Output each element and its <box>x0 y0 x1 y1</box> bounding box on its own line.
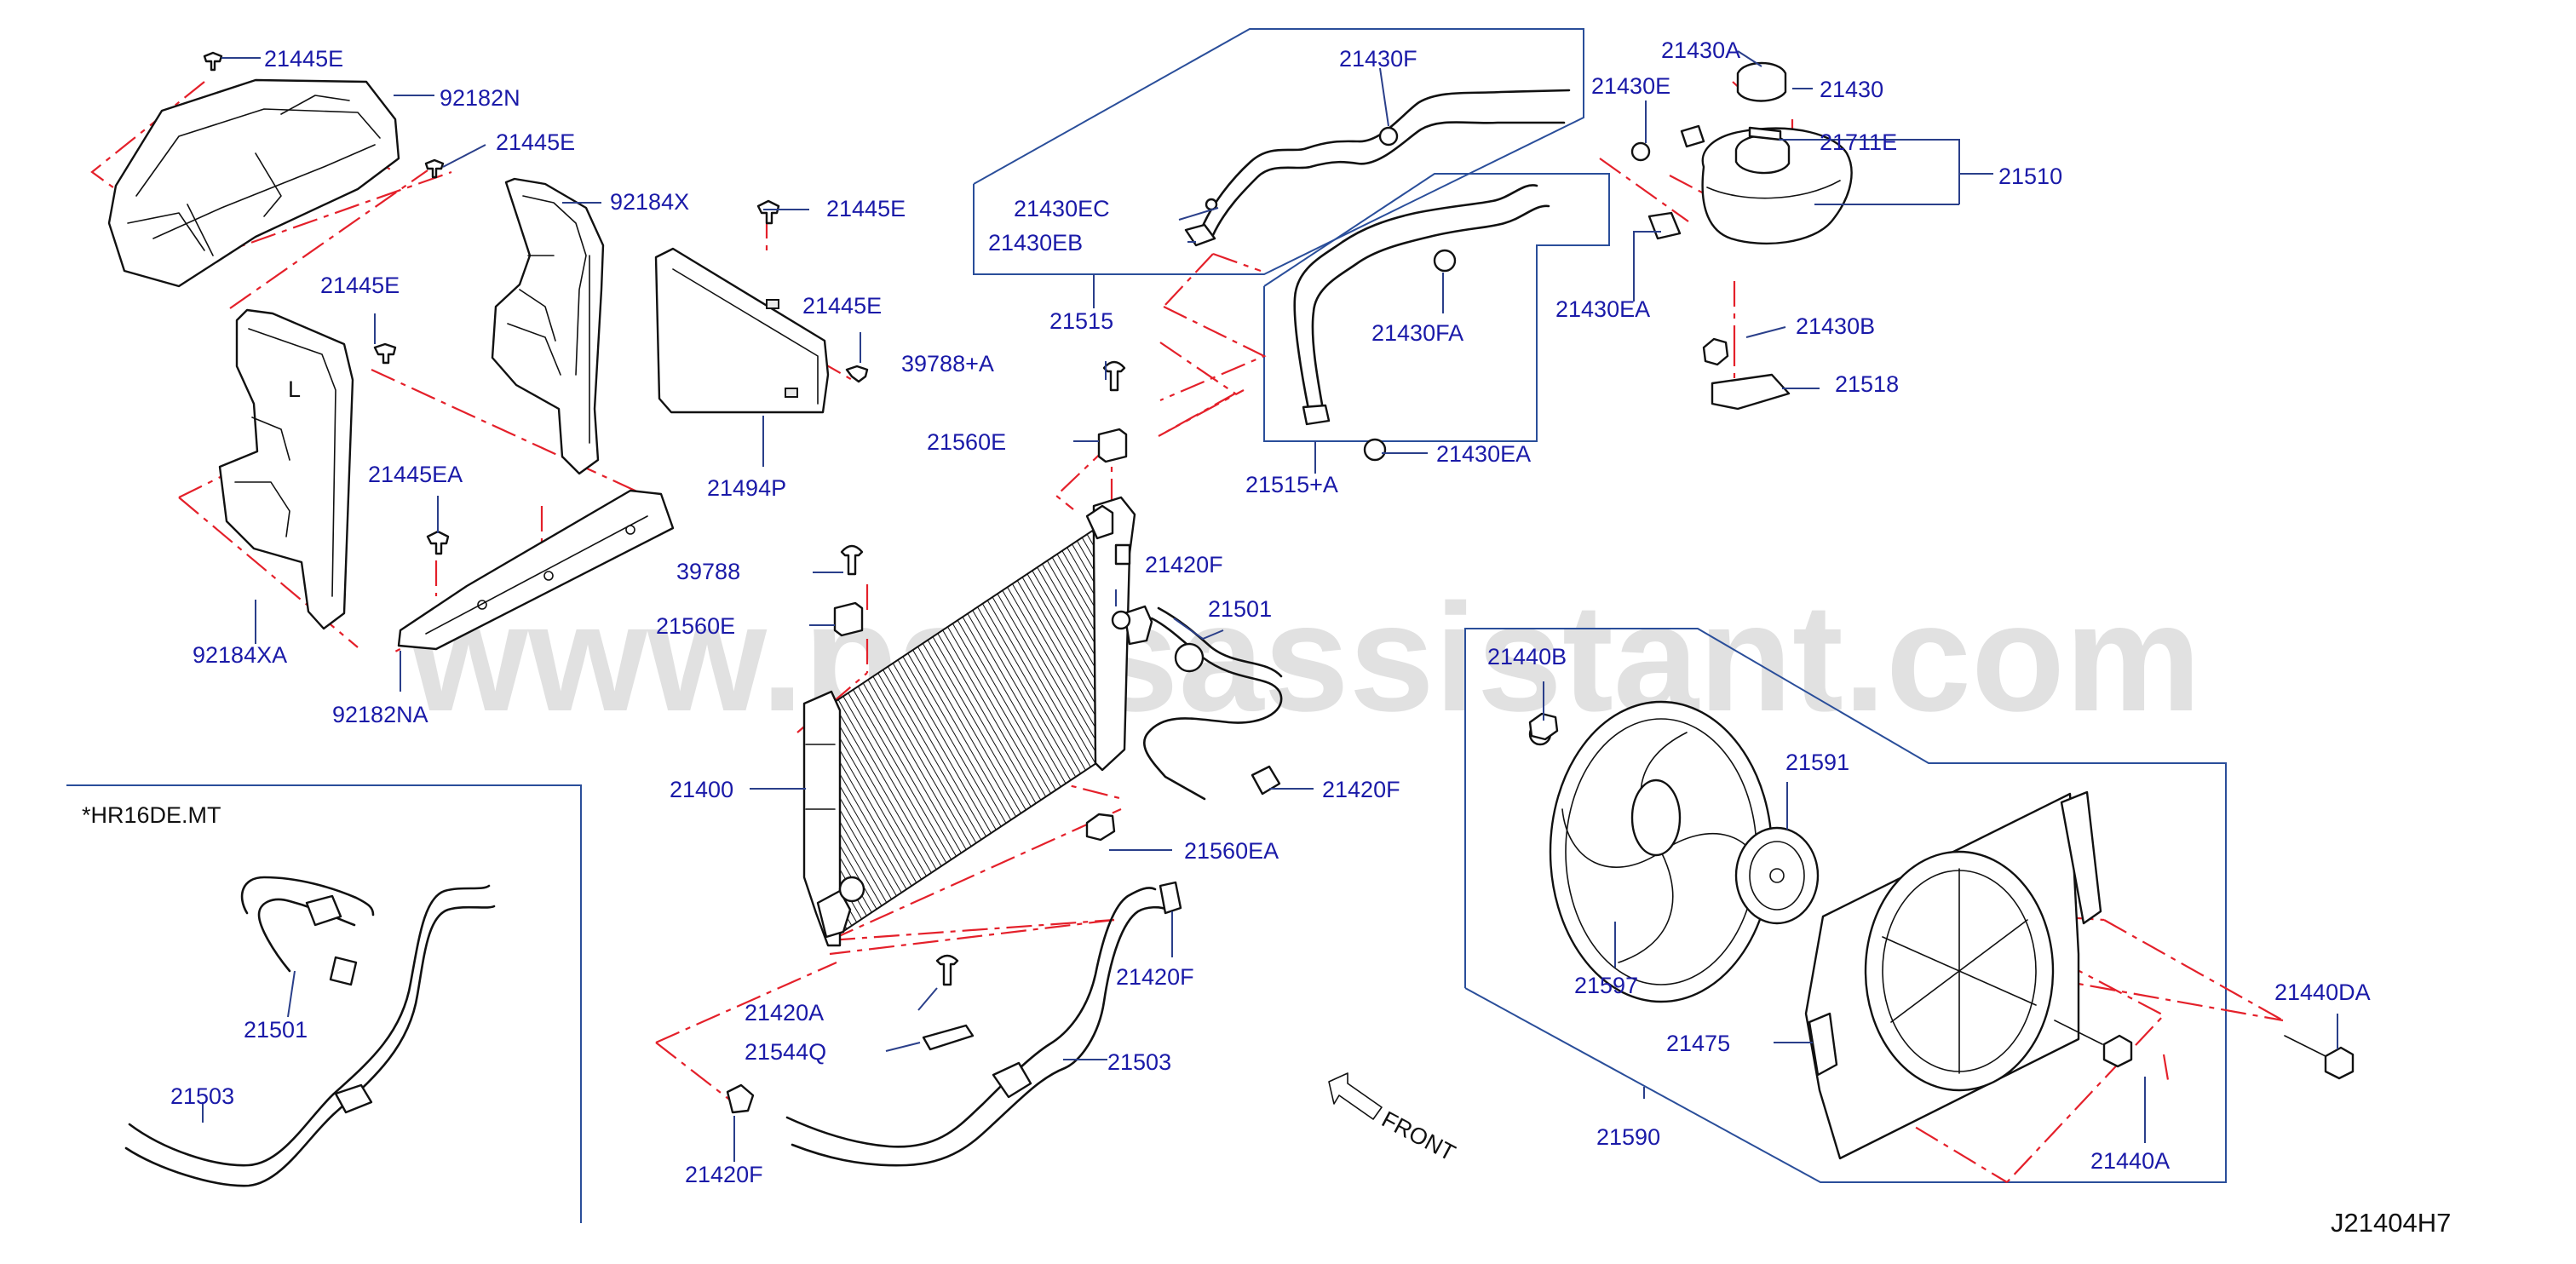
label-21440DA: 21440DA <box>2274 980 2371 1005</box>
part-92184X-side-shroud <box>491 177 605 475</box>
label-21430EB: 21430EB <box>988 230 1083 256</box>
clips-21445E <box>203 51 869 555</box>
label-21590: 21590 <box>1596 1124 1660 1150</box>
boundary-hr16de <box>66 784 582 1223</box>
label-92182NA: 92182NA <box>332 702 428 727</box>
label-21420F: 21420F <box>1145 552 1223 577</box>
label-21597: 21597 <box>1574 973 1638 998</box>
label-21400: 21400 <box>670 777 733 802</box>
radiator-mounts <box>833 360 1128 842</box>
tank-clamps <box>1630 141 1791 411</box>
variant-note: *HR16DE.MT <box>82 802 221 828</box>
front-label: FRONT <box>1377 1106 1459 1166</box>
label-21430EA: 21430EA <box>1555 296 1650 322</box>
label-21430B: 21430B <box>1796 313 1875 339</box>
part-21591-motor <box>1734 826 1820 925</box>
part-21597-fan <box>1528 700 1774 1003</box>
label-21560EA: 21560EA <box>1184 838 1279 864</box>
label-21503: 21503 <box>170 1083 234 1109</box>
label-21430FA: 21430FA <box>1371 320 1463 346</box>
label-21591: 21591 <box>1785 750 1849 775</box>
label-21518: 21518 <box>1835 371 1899 397</box>
label-21445E: 21445E <box>826 196 906 221</box>
boundary-21515 <box>973 28 1584 275</box>
group-boundaries <box>66 28 2227 1223</box>
label-21420F: 21420F <box>1116 964 1194 990</box>
label-21501: 21501 <box>244 1017 308 1043</box>
part-21475-shroud <box>1804 790 2102 1160</box>
label-21515-a: 21515+A <box>1245 472 1338 497</box>
label-21430F: 21430F <box>1339 46 1417 72</box>
label-21494P: 21494P <box>707 475 786 501</box>
part-21494P-deflector <box>654 247 830 414</box>
label-39788-a: 39788+A <box>901 351 994 376</box>
label-21445E: 21445E <box>496 129 575 155</box>
label-21420F: 21420F <box>685 1162 763 1187</box>
label-92184X: 92184X <box>610 189 689 215</box>
label-21544Q: 21544Q <box>745 1039 826 1065</box>
label-21711E: 21711E <box>1820 129 1897 155</box>
label-21445EA: 21445EA <box>368 462 463 487</box>
fan-bolts <box>1528 712 2355 1080</box>
label-21420A: 21420A <box>745 1000 824 1026</box>
label-21430EA: 21430EA <box>1436 441 1531 467</box>
label-21515: 21515 <box>1049 308 1113 334</box>
label-92184XA: 92184XA <box>193 642 287 668</box>
label-21503: 21503 <box>1107 1049 1171 1075</box>
part-21400-radiator <box>802 496 1153 947</box>
label-21475: 21475 <box>1666 1031 1730 1056</box>
label-39788: 39788 <box>676 559 740 584</box>
label-21430: 21430 <box>1820 77 1883 102</box>
boundary-21515-a <box>1263 173 1610 442</box>
label-21560E: 21560E <box>927 429 1006 455</box>
svg-text:L: L <box>288 376 301 402</box>
label-21445E: 21445E <box>264 46 343 72</box>
part-92182N-upper-shroud <box>107 78 400 288</box>
front-arrow <box>1328 1072 1383 1120</box>
label-21445E: 21445E <box>802 293 882 319</box>
label-21510: 21510 <box>1998 164 2062 189</box>
label-21430A: 21430A <box>1661 37 1740 63</box>
label-21560E: 21560E <box>656 613 735 639</box>
hr16de-hoses <box>124 876 496 1187</box>
label-21440A: 21440A <box>2090 1148 2170 1174</box>
label-21430EC: 21430EC <box>1014 196 1110 221</box>
part-92184XA-side-shroud: L <box>218 308 354 630</box>
label-21440B: 21440B <box>1487 644 1567 669</box>
label-21420F: 21420F <box>1322 777 1400 802</box>
leader-lines <box>202 50 2338 1162</box>
boundary-21590 <box>1464 628 2227 1183</box>
label-92182N: 92182N <box>440 85 520 111</box>
part-21503-lower-hose <box>726 881 1182 1167</box>
part-92182NA-lower-plate <box>397 489 675 651</box>
diagram-code: J21404H7 <box>2331 1208 2451 1238</box>
watermark: www.partsassistant.com <box>408 572 2201 744</box>
part-21515-reservoir-hose <box>1184 89 1571 247</box>
label-21501: 21501 <box>1208 596 1272 622</box>
label-21430E: 21430E <box>1591 73 1670 99</box>
part-21515a-radiator-hose <box>1293 184 1550 462</box>
label-21445E: 21445E <box>320 273 400 298</box>
